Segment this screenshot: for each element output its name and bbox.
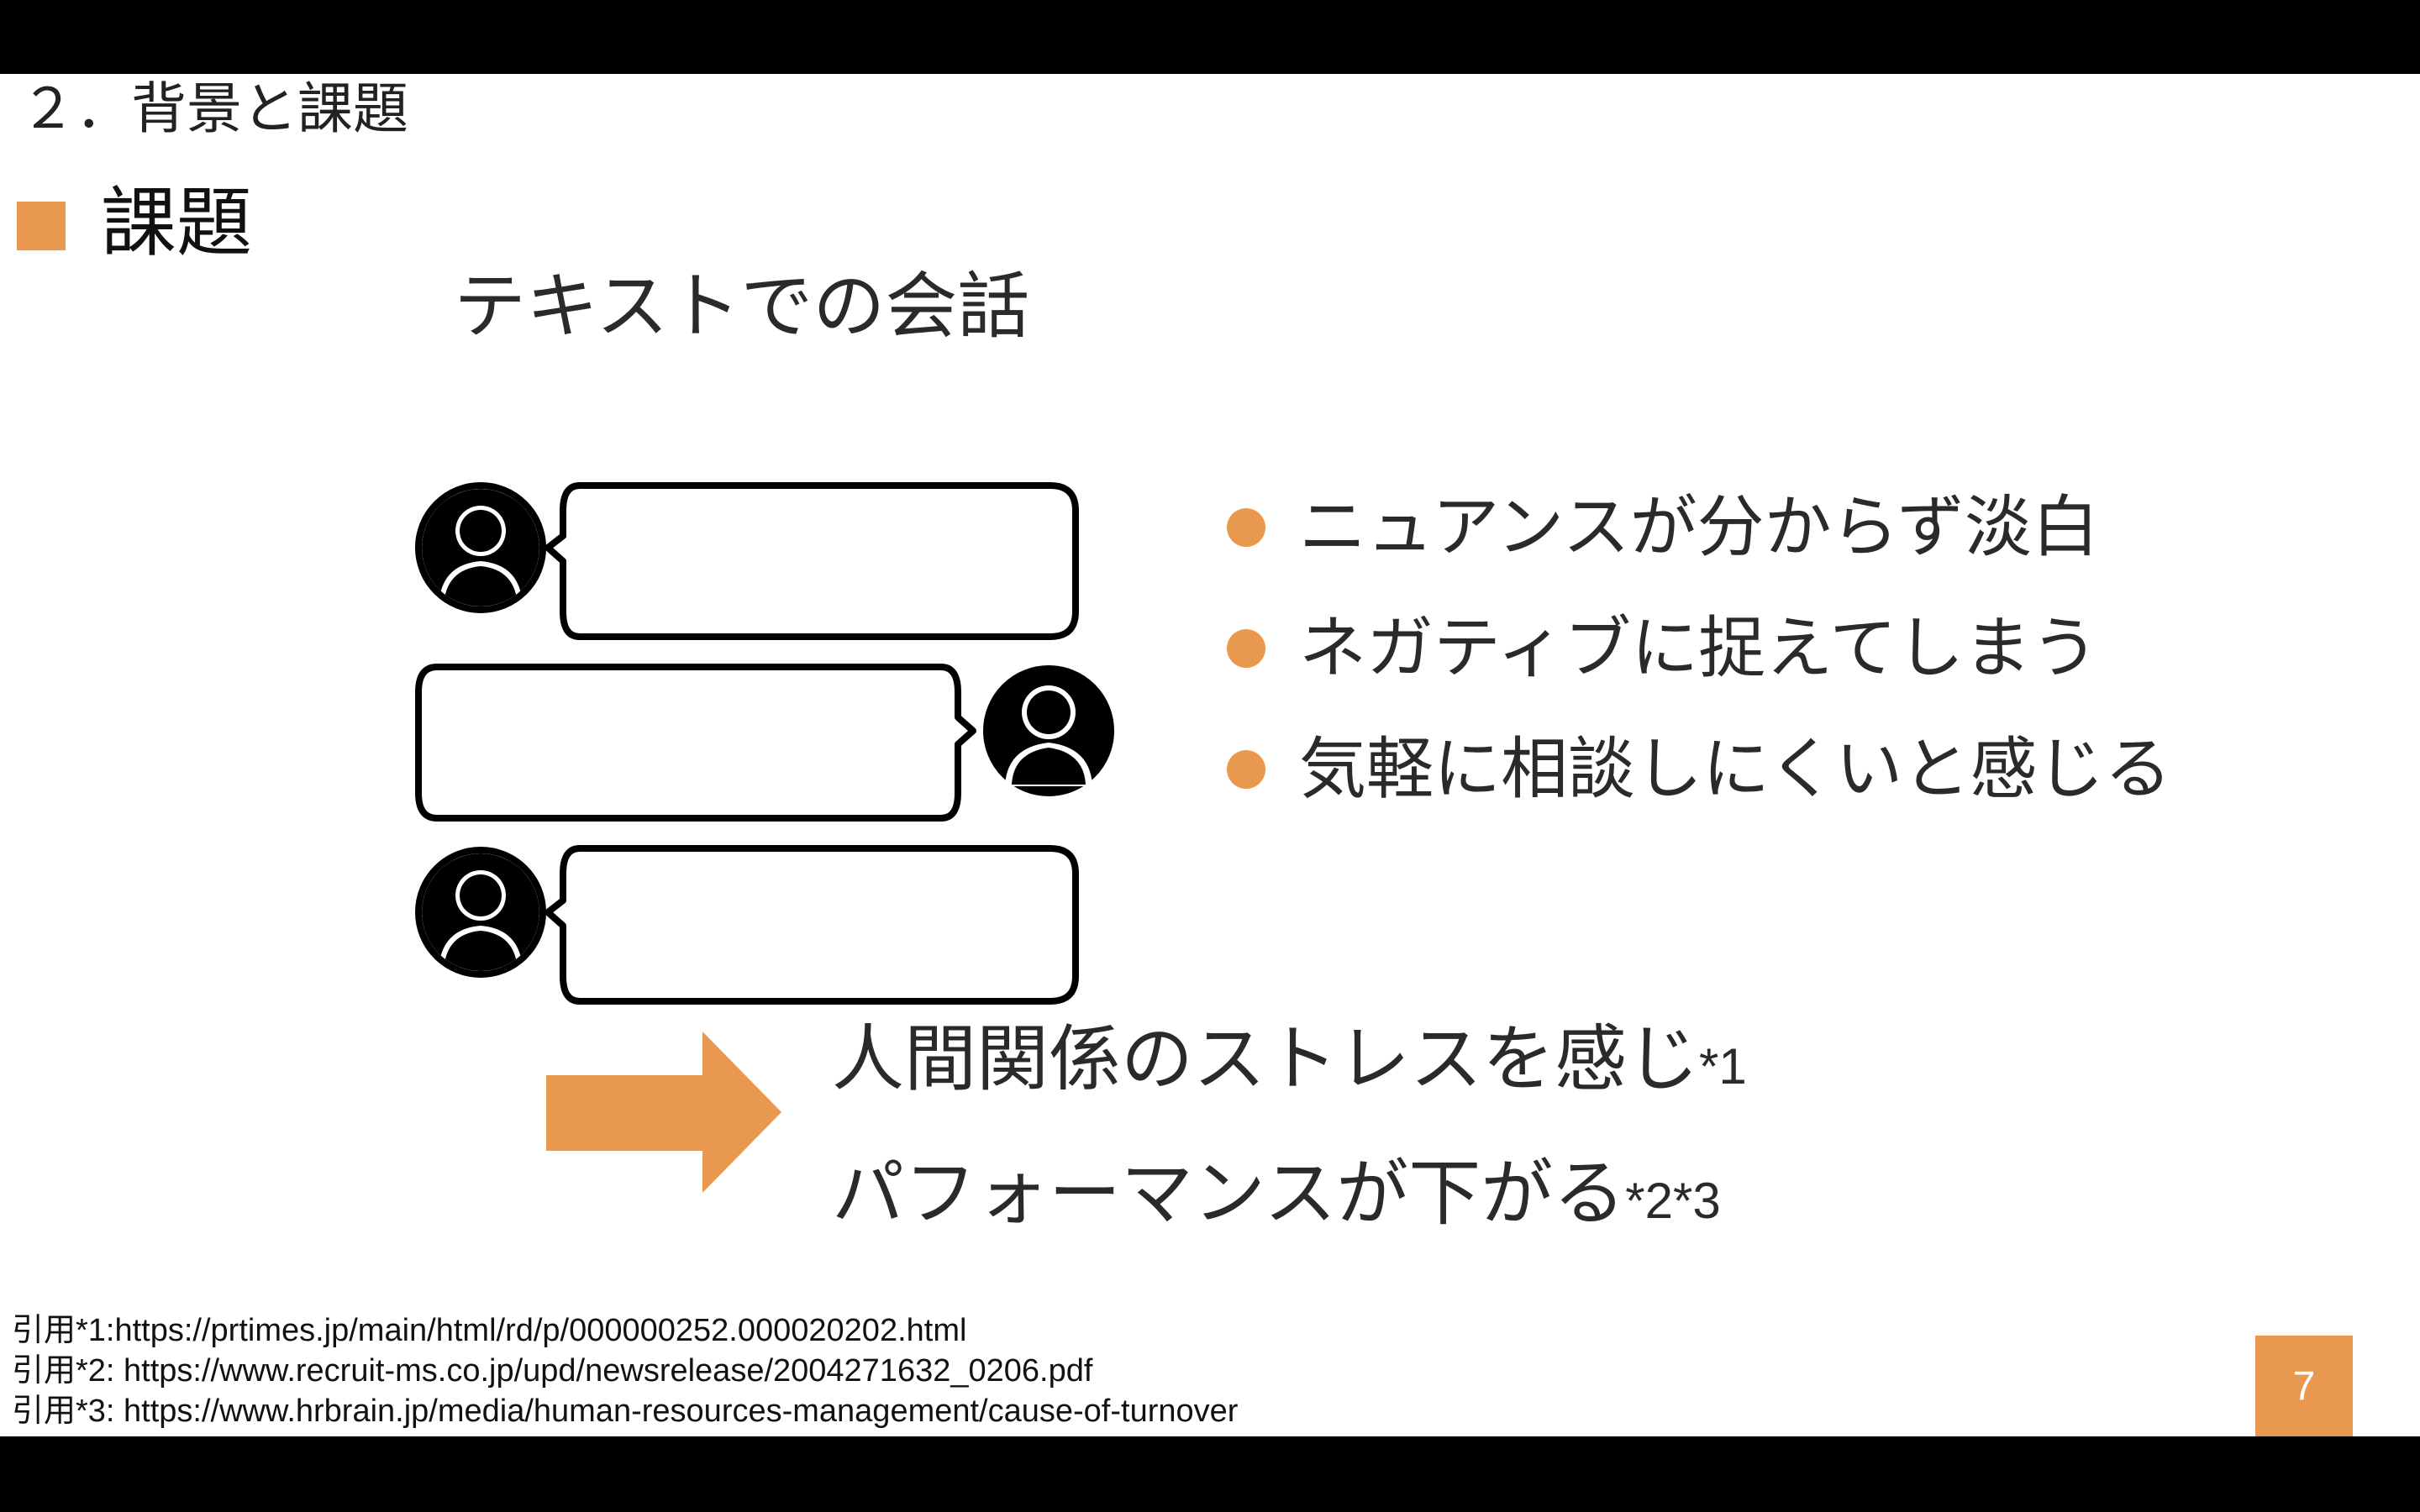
bullet-dot-icon <box>1227 508 1265 547</box>
citation-line: 引用*3: https://www.hrbrain.jp/media/human… <box>12 1394 1239 1429</box>
citation-line: 引用*2: https://www.recruit-ms.co.jp/upd/n… <box>12 1353 1093 1389</box>
footnote-ref: *1 <box>1699 1038 1747 1095</box>
citations: 引用*1:https://prtimes.jp/main/html/rd/p/0… <box>12 1310 1238 1431</box>
chat-row-2 <box>415 664 1114 822</box>
speech-bubble-icon <box>415 664 976 822</box>
page-number: 7 <box>2292 1363 2316 1409</box>
citation-line: 引用*1:https://prtimes.jp/main/html/rd/p/0… <box>12 1313 967 1348</box>
heading-square-icon <box>17 202 66 250</box>
person-silhouette-icon <box>415 482 546 613</box>
speech-bubble-icon <box>544 482 1079 640</box>
person-silhouette-icon <box>983 665 1114 796</box>
list-item-text: 気軽に相談しにくいと感じる <box>1299 730 2172 808</box>
bullet-dot-icon <box>1227 629 1265 668</box>
list-item-text: ニュアンスが分からず淡白 <box>1299 488 2099 566</box>
page-number-badge: 7 <box>2255 1336 2353 1436</box>
section-title: ２．背景と課題 <box>20 76 408 141</box>
list-item: 気軽に相談しにくいと感じる <box>1227 709 2171 830</box>
list-item: ネガティブに捉えてしまう <box>1227 588 2171 709</box>
list-item-text: ネガティブに捉えてしまう <box>1299 609 2099 687</box>
chat-illustration <box>415 482 1114 1005</box>
person-silhouette-icon <box>415 847 546 978</box>
slide: ２．背景と課題 課題 テキストでの会話 <box>0 74 2420 1436</box>
footnote-ref: *2*3 <box>1625 1173 1721 1229</box>
conclusion-text: 人間関係のストレスを感じ <box>832 1017 1699 1101</box>
conclusion-line-1: 人間関係のストレスを感じ*1 <box>832 1013 1747 1113</box>
slide-heading: 課題 <box>101 179 252 267</box>
speech-bubble-icon <box>544 845 1079 1005</box>
chat-row-1 <box>415 482 1079 640</box>
conclusion-line-2: パフォーマンスが下がる*2*3 <box>832 1147 1721 1247</box>
chat-row-3 <box>415 845 1079 1005</box>
right-arrow-icon <box>546 1032 781 1193</box>
issue-list: ニュアンスが分からず淡白 ネガティブに捉えてしまう 気軽に相談しにくいと感じる <box>1227 467 2171 830</box>
list-item: ニュアンスが分からず淡白 <box>1227 467 2171 588</box>
conclusion-text: パフォーマンスが下がる <box>832 1152 1626 1236</box>
bullet-dot-icon <box>1227 750 1265 789</box>
subheading: テキストでの会話 <box>454 265 1030 349</box>
